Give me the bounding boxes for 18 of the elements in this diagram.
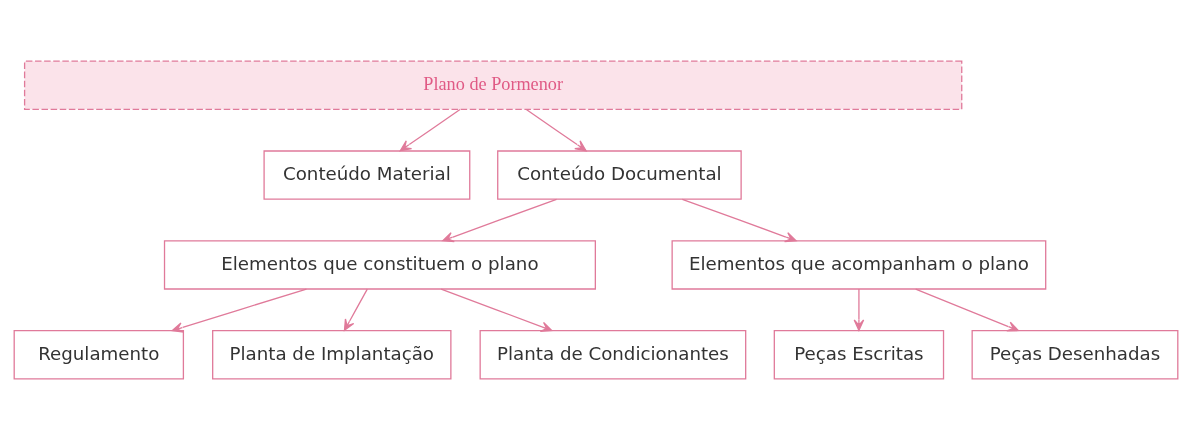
node-box: Planta de Implantação (212, 330, 452, 380)
node-box: Planta de Condicionantes (479, 330, 747, 380)
arrow (440, 288, 553, 332)
arrow (442, 198, 558, 243)
node-box: Conteúdo Material (263, 150, 471, 200)
node-box: Regulamento (13, 330, 185, 380)
node-box: Conteúdo Documental (497, 150, 742, 200)
arrow (525, 108, 587, 152)
arrow (343, 288, 368, 331)
node-box: Peças Desenhadas (971, 330, 1179, 380)
arrow (399, 108, 461, 152)
node-box: Plano de Pormenor (23, 60, 963, 111)
arrow (171, 288, 308, 333)
arrow (681, 198, 797, 243)
node-box: Elementos que constituem o plano (163, 240, 596, 290)
node-box: Peças Escritas (773, 330, 945, 380)
node-box: Elementos que acompanham o plano (671, 240, 1047, 290)
arrow (853, 288, 865, 331)
